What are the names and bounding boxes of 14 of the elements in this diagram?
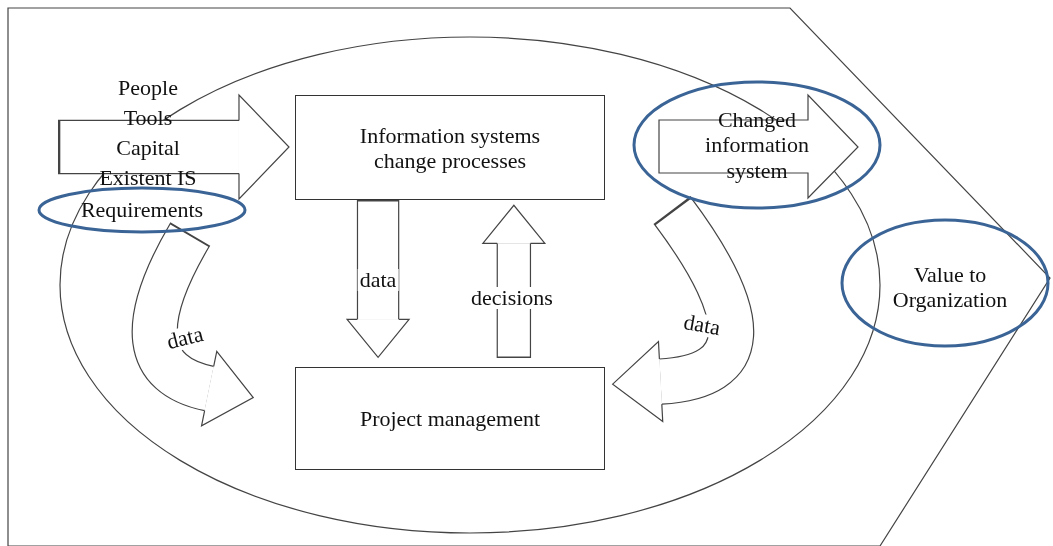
- highlight-ellipse: [632, 80, 882, 210]
- box-label: Project management: [359, 405, 541, 432]
- highlight-ellipse: [37, 186, 247, 234]
- process-box: [295, 95, 605, 200]
- ellipse-label: Value to Organization: [891, 261, 1009, 313]
- input-label: Capital: [116, 137, 180, 159]
- box-label: Information systems change processes: [358, 122, 542, 173]
- process-box: [295, 367, 605, 470]
- input-label: People: [118, 77, 178, 99]
- edge-label: data: [357, 269, 399, 291]
- ellipse-label: Changed information system: [704, 107, 810, 183]
- ellipse-label: Requirements: [80, 197, 204, 223]
- highlight-ellipse: [840, 218, 1050, 348]
- edge-label: decisions: [469, 287, 555, 309]
